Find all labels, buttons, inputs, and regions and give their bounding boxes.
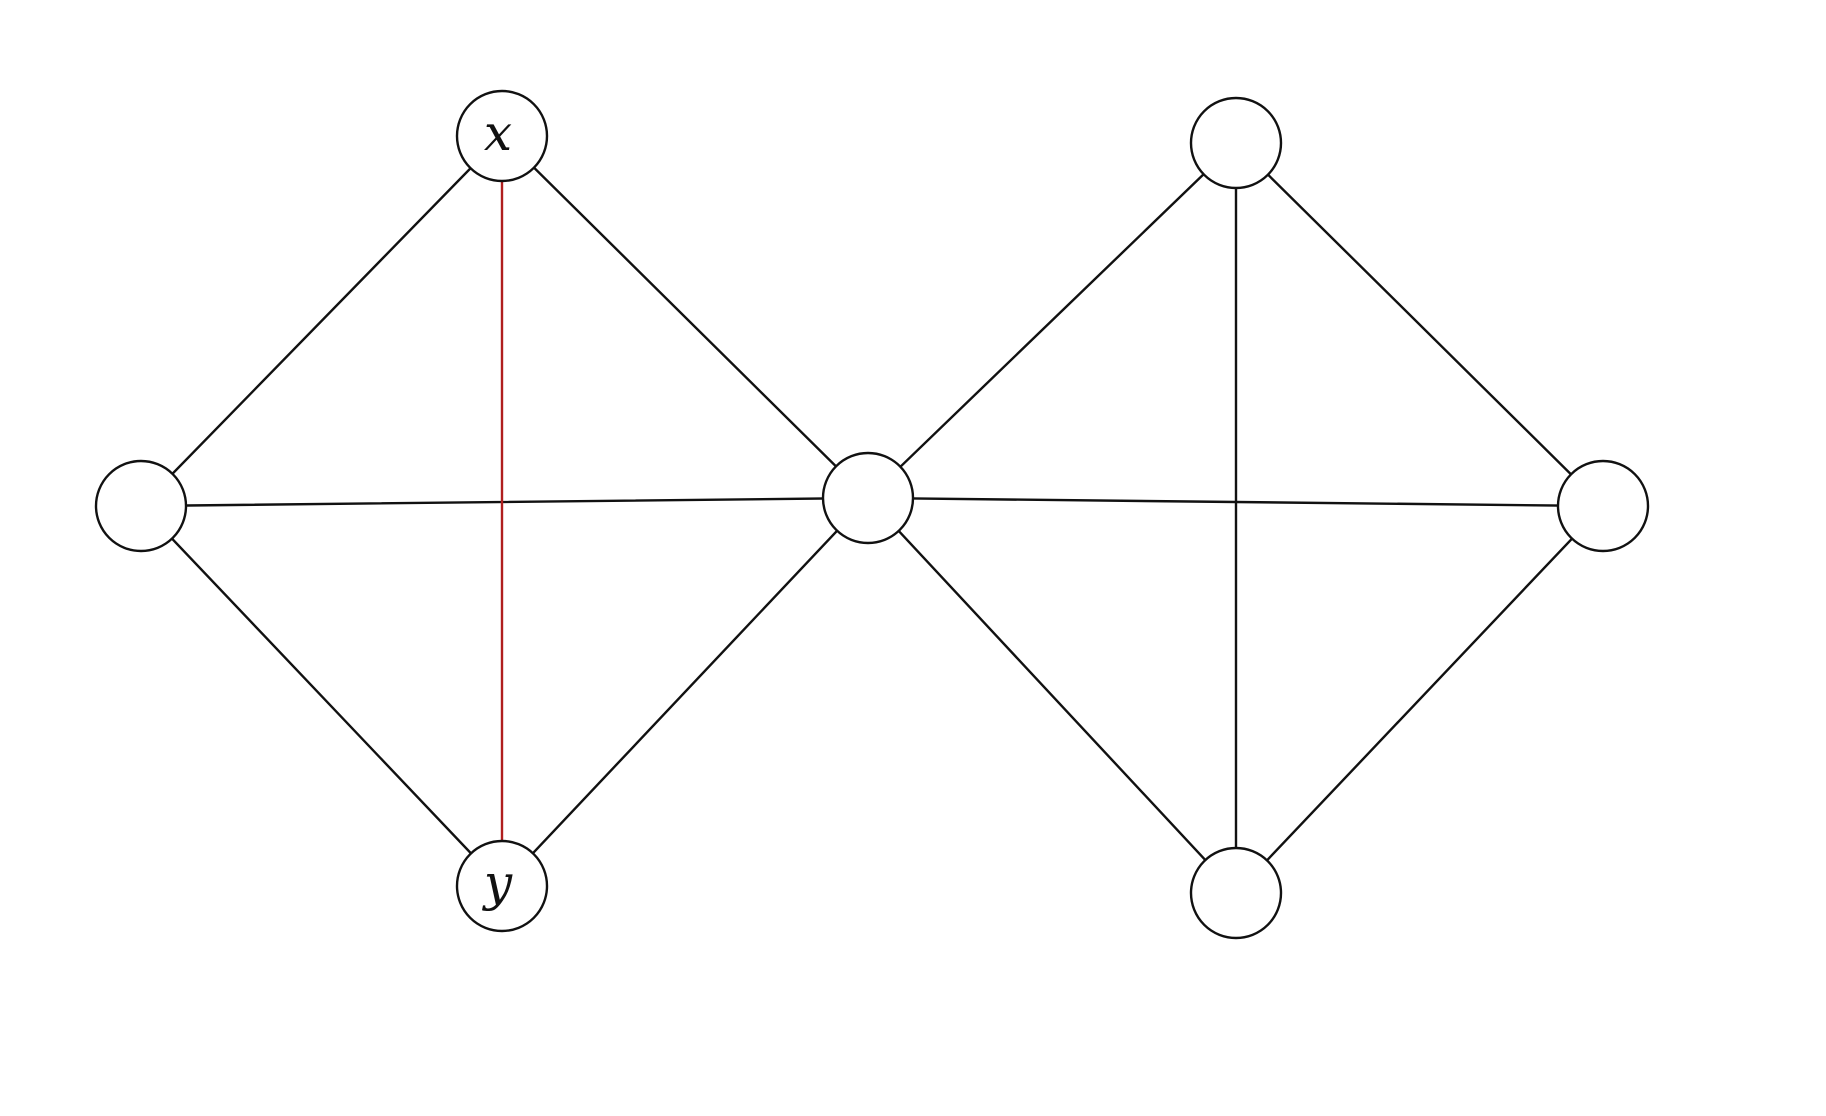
edge-l-y — [139, 504, 504, 888]
node-rb — [1189, 846, 1283, 940]
node-l — [94, 459, 188, 553]
nodes-layer: xy — [94, 89, 1650, 940]
node-rr — [1556, 459, 1650, 553]
node-x: x — [455, 89, 549, 183]
node-circle-rt — [1189, 96, 1283, 190]
node-label-y: y — [482, 854, 513, 912]
node-rt — [1189, 96, 1283, 190]
node-circle-y — [455, 839, 549, 933]
node-label-x: x — [484, 104, 512, 162]
edge-l-c — [139, 496, 870, 508]
node-circle-rb — [1189, 846, 1283, 940]
edge-c-rb — [866, 496, 1238, 895]
edge-rt-rr — [1234, 141, 1605, 508]
edge-c-rt — [866, 141, 1238, 500]
edge-x-c — [500, 134, 870, 500]
node-circle-rr — [1556, 459, 1650, 553]
edge-rb-rr — [1234, 504, 1605, 895]
edge-c-y — [500, 496, 870, 888]
node-c — [821, 451, 915, 545]
node-y: y — [455, 839, 549, 933]
edges-layer — [139, 134, 1605, 895]
node-circle-l — [94, 459, 188, 553]
edge-x-l — [139, 134, 504, 508]
node-circle-x — [455, 89, 549, 183]
node-circle-c — [821, 451, 915, 545]
